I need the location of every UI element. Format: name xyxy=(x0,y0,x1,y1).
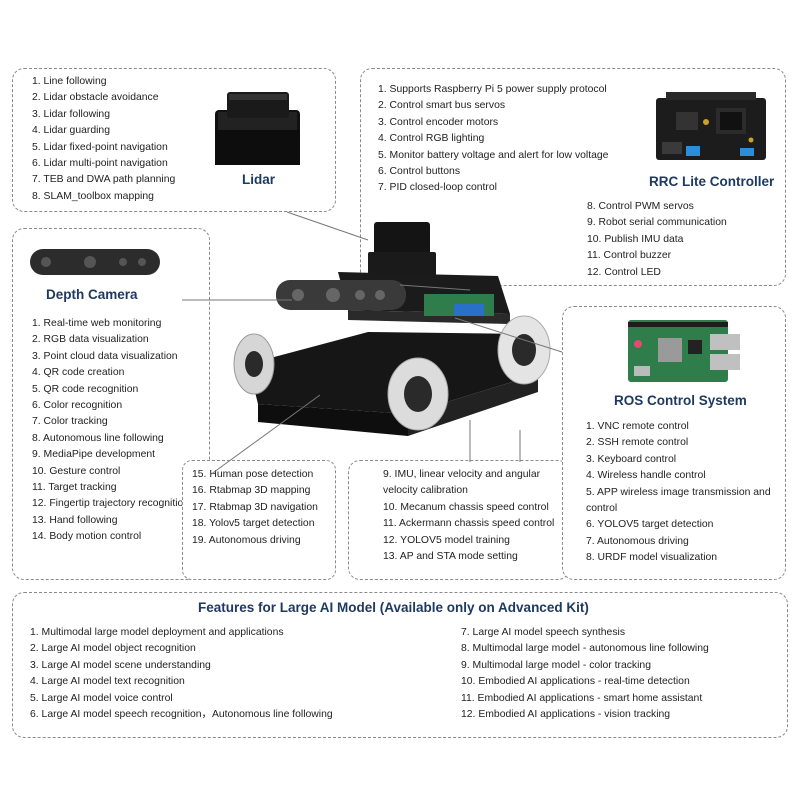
list-item: 13. AP and STA mode setting xyxy=(383,551,518,563)
list-item: 12. YOLOV5 model training xyxy=(383,534,510,546)
rrc-feature-list: 1. Supports Raspberry Pi 5 power supply … xyxy=(378,82,608,197)
wheel-rear-left xyxy=(233,333,275,395)
raspberry-pi-board-image xyxy=(628,320,740,382)
depth-camera-panel-extension xyxy=(182,460,336,580)
list-item: 5. QR code recognition xyxy=(32,383,139,395)
list-item: 12. Fingertip trajectory recognition xyxy=(32,498,190,510)
list-item: 9. MediaPipe development xyxy=(32,449,156,461)
lidar-feature-list: 1. Line following 2. Lidar obstacle avoi… xyxy=(32,74,175,205)
wheel-front-left xyxy=(387,357,449,431)
list-item: 6. YOLOV5 target detection xyxy=(586,519,714,531)
depth-camera-feature-list: 1. Real-time web monitoring 2. RGB data … xyxy=(32,316,204,546)
list-item: 16. Rtabmap 3D mapping xyxy=(192,485,311,497)
list-item: 5. Monitor battery voltage and alert for… xyxy=(378,149,609,161)
ros-control-panel xyxy=(562,306,786,580)
robot-car-image xyxy=(233,222,551,436)
list-item: 17. Rtabmap 3D navigation xyxy=(192,501,318,513)
list-item: 8. URDF model visualization xyxy=(586,552,718,564)
list-item: 4. Lidar guarding xyxy=(32,125,110,137)
list-item: 5. Lidar fixed-point navigation xyxy=(32,141,168,153)
list-item: 7. TEB and DWA path planning xyxy=(32,174,176,186)
list-item: 7. Color tracking xyxy=(32,416,108,428)
rrc-controller-board-image xyxy=(656,92,766,160)
list-item: 2. RGB data visualization xyxy=(32,334,149,346)
list-item: 12. Control LED xyxy=(587,266,661,278)
list-item: 2. Lidar obstacle avoidance xyxy=(32,92,159,104)
list-item: 11. Ackermann chassis speed control xyxy=(383,518,555,530)
ai-model-feature-list-right: 7. Large AI model speech synthesis 8. Mu… xyxy=(461,625,709,723)
lidar-title: Lidar xyxy=(242,172,276,187)
list-item: 7. Large AI model speech synthesis xyxy=(461,627,626,638)
list-item: 2. Large AI model object recognition xyxy=(30,643,196,655)
chassis-feature-list: 9. IMU, linear velocity and angular velo… xyxy=(383,467,563,565)
list-item: 10. Mecanum chassis speed control xyxy=(383,501,549,513)
list-item: 3. Lidar following xyxy=(32,108,110,120)
list-item: 8. SLAM_toolbox mapping xyxy=(32,190,154,202)
rrc-controller-title: RRC Lite Controller xyxy=(649,174,775,189)
list-item: 6. Control buttons xyxy=(378,166,461,178)
list-item: 1. Supports Raspberry Pi 5 power supply … xyxy=(378,84,607,95)
list-item: 10. Gesture control xyxy=(32,465,121,477)
ros-control-title: ROS Control System xyxy=(614,393,747,408)
depth-camera-panel xyxy=(12,228,210,580)
list-item: 11. Target tracking xyxy=(32,482,117,494)
list-item: 2. Control smart bus servos xyxy=(378,100,506,112)
list-item: 11. Embodied AI applications - smart hom… xyxy=(461,692,703,704)
list-item: 3. Large AI model scene understanding xyxy=(30,659,211,671)
ai-model-panel xyxy=(12,592,788,738)
depth-camera-image xyxy=(30,249,160,275)
list-item: 8. Control PWM servos xyxy=(587,201,694,212)
list-item: 12. Embodied AI applications - vision tr… xyxy=(461,709,671,721)
ros-control-feature-list: 1. VNC remote control 2. SSH remote cont… xyxy=(586,419,782,567)
list-item: 11. Control buzzer xyxy=(587,250,672,262)
ai-model-title: Features for Large AI Model (Available o… xyxy=(198,600,589,615)
list-item: 10. Publish IMU data xyxy=(587,233,684,245)
list-item: 19. Autonomous driving xyxy=(192,534,301,546)
list-item: 6. Color recognition xyxy=(32,400,123,412)
rrc-feature-list-continued: 8. Control PWM servos 9. Robot serial co… xyxy=(587,199,727,281)
list-item: 4. Control RGB lighting xyxy=(378,133,485,145)
depth-camera-title: Depth Camera xyxy=(46,287,138,302)
depth-camera-feature-list-continued: 15. Human pose detection 16. Rtabmap 3D … xyxy=(192,467,318,549)
list-item: 7. Autonomous driving xyxy=(586,535,689,547)
list-item: 2. SSH remote control xyxy=(586,437,689,449)
list-item: 14. Body motion control xyxy=(32,531,142,543)
list-item: 1. VNC remote control xyxy=(586,421,689,432)
list-item: 5. APP wireless image transmission and c… xyxy=(586,486,771,515)
list-item: 4. Large AI model text recognition xyxy=(30,676,185,688)
list-item: 1. Multimodal large model deployment and… xyxy=(30,627,284,638)
list-item: 1. Line following xyxy=(32,76,107,87)
list-item: 4. QR code creation xyxy=(32,367,125,379)
list-item: 4. Wireless handle control xyxy=(586,470,706,482)
list-item: 8. Autonomous line following xyxy=(32,432,164,444)
list-item: 8. Multimodal large model - autonomous l… xyxy=(461,643,709,655)
list-item: 6. Lidar multi-point navigation xyxy=(32,158,168,170)
list-item: 18. Yolov5 target detection xyxy=(192,518,315,530)
list-item: 7. PID closed-loop control xyxy=(378,182,497,194)
list-item: 3. Keyboard control xyxy=(586,453,677,465)
list-item: 1. Real-time web monitoring xyxy=(32,318,162,329)
list-item: 13. Hand following xyxy=(32,514,118,526)
list-item: 10. Embodied AI applications - real-time… xyxy=(461,676,690,688)
list-item: 15. Human pose detection xyxy=(192,469,314,480)
wheel-front-right xyxy=(497,315,551,385)
list-item: 3. Point cloud data visualization xyxy=(32,350,178,362)
list-item: 5. Large AI model voice control xyxy=(30,692,173,704)
chassis-panel xyxy=(348,460,570,580)
list-item: 9. IMU, linear velocity and angular velo… xyxy=(383,469,541,497)
list-item: 6. Large AI model speech recognition，Aut… xyxy=(30,709,333,721)
list-item: 9. Robot serial communication xyxy=(587,217,727,229)
list-item: 3. Control encoder motors xyxy=(378,116,499,128)
list-item: 9. Multimodal large model - color tracki… xyxy=(461,659,651,671)
lidar-sensor-image xyxy=(215,92,300,165)
ai-model-feature-list-left: 1. Multimodal large model deployment and… xyxy=(30,625,333,723)
